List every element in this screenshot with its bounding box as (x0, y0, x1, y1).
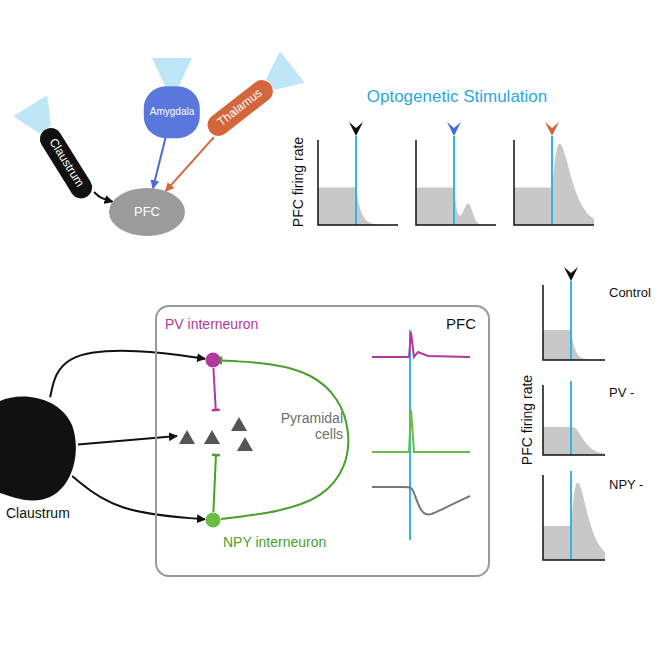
stimulus-line (570, 471, 572, 560)
inhibitory-connector (221, 360, 348, 519)
node-label: Thalamus (215, 86, 265, 129)
claustrum-blob (0, 396, 76, 500)
soma-circle (206, 353, 221, 368)
light-cone (266, 51, 305, 90)
firing-rate-area (543, 427, 605, 455)
cell-group: NPY interneuron (205, 512, 221, 528)
pyramidal-triangle (231, 417, 247, 431)
stimulus-line (551, 136, 553, 225)
pv-trace (372, 332, 470, 357)
node-label: PFC (134, 205, 160, 220)
pyramidal-trace (372, 487, 470, 515)
firing-rate-area (543, 330, 605, 360)
stimulus-line (453, 136, 455, 225)
pyramidal-cells-symbol (177, 410, 257, 455)
node-label: Amygdala (150, 106, 194, 118)
pyramidal-triangle (204, 430, 220, 444)
plot-axes (543, 385, 605, 455)
interneuron-soma (205, 352, 221, 368)
projection-arrow (78, 436, 177, 445)
firing-rate-area (514, 144, 594, 225)
firing-rate-area (543, 482, 605, 560)
light-cone (152, 58, 192, 86)
plot-axes (543, 475, 605, 560)
soma-circle (206, 513, 221, 528)
region-pill: Thalamus (203, 76, 277, 140)
firing-rate-area (318, 188, 398, 225)
axis-label: PFC firing rate (519, 375, 535, 465)
panel-heading: Optogenetic Stimulation (367, 87, 548, 107)
stimulus-arrowhead (564, 267, 578, 281)
cell-group: Pyramidal cells (177, 410, 257, 455)
plot-axes (514, 140, 594, 225)
label-wrap: PFC firing rate (518, 375, 536, 465)
interneuron-soma (205, 512, 221, 528)
inhibitory-connector (213, 368, 215, 410)
inhibitory-connector (213, 455, 216, 512)
projection-arrow (94, 192, 112, 202)
label-wrap: NPY - (609, 475, 643, 493)
pyramidal-triangle (179, 430, 195, 444)
firing-rate-area (416, 187, 496, 225)
label-wrap: PV - (609, 383, 634, 401)
region-pill: Claustrum (36, 124, 96, 202)
pyramidal-triangle (237, 437, 253, 451)
label-wrap: PFC firing rate (289, 137, 307, 227)
label-wrap: Optogenetic Stimulation (367, 87, 548, 107)
projection-arrow (153, 138, 166, 188)
target-ellipse: PFC (109, 188, 185, 236)
plot-axes (543, 285, 605, 360)
stimulus-line (570, 381, 572, 455)
projection-arrow (50, 351, 205, 397)
circuit-panel: PFCPV interneuronPyramidal cellsNPY inte… (155, 305, 490, 577)
stimulus-arrowhead (349, 122, 363, 136)
region-pill: Amygdala (144, 86, 200, 138)
node-label: Pyramidal cells (269, 410, 343, 442)
cell-group: Claustrum (0, 395, 78, 501)
claustrum-shape (0, 395, 78, 501)
projection-arrow (166, 137, 214, 191)
node-label: Claustrum (6, 505, 70, 521)
stimulus-arrowhead (447, 122, 461, 136)
stimulus-arrowhead (545, 122, 559, 136)
stimulus-line (355, 136, 357, 225)
projection-arrow (72, 476, 205, 519)
condition-label: PV - (609, 386, 634, 401)
node-label: NPY interneuron (223, 534, 326, 550)
plot-axes (416, 140, 496, 225)
condition-label: NPY - (609, 478, 643, 493)
stimulus-line (570, 281, 572, 360)
node-label: Claustrum (46, 136, 87, 190)
axis-label: PFC firing rate (290, 137, 306, 227)
cell-group: PV interneuron (205, 352, 221, 368)
label-wrap: Control (609, 283, 651, 301)
condition-label: Control (609, 286, 651, 301)
node-label: PV interneuron (165, 316, 258, 332)
npy-trace (372, 410, 470, 452)
light-cone (13, 95, 51, 133)
plot-axes (318, 140, 398, 225)
